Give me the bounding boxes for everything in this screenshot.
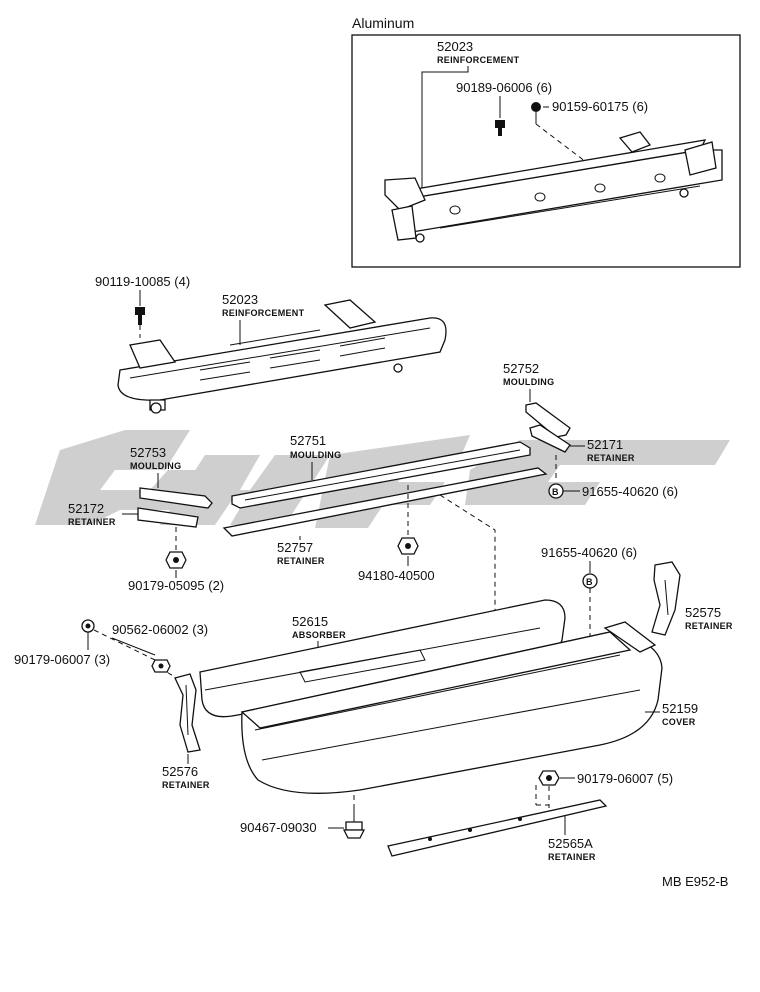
main-52023-name: REINFORCEMENT — [222, 308, 305, 318]
c-52171-number: 52171 — [587, 437, 623, 452]
clip-90467 — [342, 805, 366, 839]
retainer-52172 — [137, 507, 199, 528]
c-52172-number: 52172 — [68, 501, 104, 516]
c-52576-name: RETAINER — [162, 780, 210, 790]
c-90562-number: 90562-06002 (3) — [112, 622, 208, 637]
figure-code: MB E952-B — [662, 874, 728, 889]
inset-bolt-90189 — [495, 120, 505, 136]
c-52575-number: 52575 — [685, 605, 721, 620]
nut-90179-05095 — [165, 551, 187, 569]
c-52751-number: 52751 — [290, 433, 326, 448]
inset-90189-number: 90189-06006 (6) — [456, 80, 552, 95]
c-52159-number: 52159 — [662, 701, 698, 716]
nut-90179-06007-lower — [538, 770, 560, 786]
inset-aluminum-reinforcement — [384, 131, 723, 243]
inset-52023-leader — [421, 66, 469, 190]
clip-90179-06007-left — [81, 619, 95, 633]
c-94180-number: 94180-40500 — [358, 568, 435, 583]
bumper-cover-52159 — [240, 621, 663, 794]
inset-90159-number: 90159-60175 (6) — [552, 99, 648, 114]
retainer-52565A — [387, 799, 608, 857]
aluminum-inset: Aluminum 52023 REINFORCEMENT 90189-06006… — [351, 15, 741, 268]
marker-b-a: B — [548, 483, 564, 499]
c-52757-name: RETAINER — [277, 556, 325, 566]
inset-frame — [351, 34, 741, 268]
main-bolt-90119 — [135, 307, 145, 325]
c-52757-number: 52757 — [277, 540, 313, 555]
c-52565A-name: RETAINER — [548, 852, 596, 862]
main-reinforcement-group: 90119-10085 (4) 52023 REINFORCEMENT — [95, 274, 447, 414]
c-52171-name: RETAINER — [587, 453, 635, 463]
c-52753-number: 52753 — [130, 445, 166, 460]
c-90179-05095-number: 90179-05095 (2) — [128, 578, 224, 593]
moulding-52753 — [139, 487, 213, 509]
c-52752-name: MOULDING — [503, 377, 554, 387]
retainer-52171 — [529, 424, 571, 453]
retainer-52757 — [222, 467, 548, 537]
c-52172-name: RETAINER — [68, 517, 116, 527]
inset-52023-name: REINFORCEMENT — [437, 55, 520, 65]
c-91655-a-number: 91655-40620 (6) — [582, 484, 678, 499]
c-91655-b-number: 91655-40620 (6) — [541, 545, 637, 560]
moulding-52752 — [525, 402, 571, 438]
inset-title: Aluminum — [352, 15, 414, 31]
c-52752-number: 52752 — [503, 361, 539, 376]
inset-nut-90159 — [531, 102, 541, 124]
c-52575-name: RETAINER — [685, 621, 733, 631]
c-52159-name: COVER — [662, 717, 696, 727]
c-52576-number: 52576 — [162, 764, 198, 779]
main-52023-number: 52023 — [222, 292, 258, 307]
main-90119-number: 90119-10085 (4) — [95, 274, 190, 289]
c-52565A-number: 52565A — [548, 836, 593, 851]
nut-90562 — [151, 659, 171, 673]
c-90179-06007-5-number: 90179-06007 (5) — [577, 771, 673, 786]
c-52753-name: MOULDING — [130, 461, 181, 471]
c-91655-a-marker: B — [552, 487, 559, 497]
c-52615-name: ABSORBER — [292, 630, 346, 640]
c-91655-b-marker: B — [586, 577, 593, 587]
inset-52023-number: 52023 — [437, 39, 473, 54]
c-52751-name: MOULDING — [290, 450, 341, 460]
retainer-52575 — [651, 561, 681, 636]
c-90467-number: 90467-09030 — [240, 820, 317, 835]
main-steel-reinforcement — [117, 299, 447, 414]
c-90179-06007-3-number: 90179-06007 (3) — [14, 652, 110, 667]
c-52615-number: 52615 — [292, 614, 328, 629]
marker-b-b: B — [582, 573, 598, 589]
nut-94180 — [397, 537, 419, 555]
inset-dash-1 — [535, 123, 591, 166]
